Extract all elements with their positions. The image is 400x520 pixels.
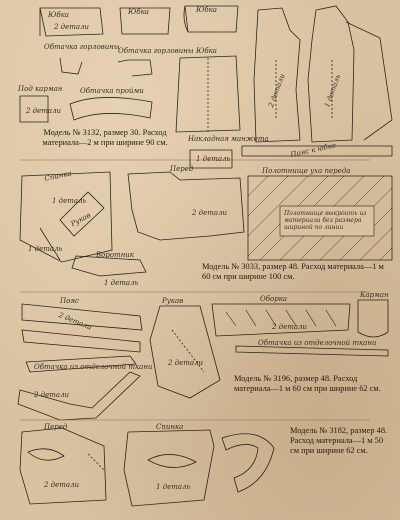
sleeve-grain [171,329,205,373]
label-sleeve-2: Рукав [162,297,184,305]
label-pieces-2-h: 2 детали [44,481,80,489]
label-cuff: Накладная манжета [188,135,269,143]
skirt-piece-4 [175,55,241,133]
label-pocket: Под карман [18,85,63,93]
back-bodice [307,5,355,143]
label-collar-facing: Обтачка горловины [44,43,120,51]
waist-belt-strip [241,145,393,157]
side-piece [345,21,393,141]
label-collar-facing-2: Обтачка горловины [118,47,194,55]
front-bodice [253,7,301,143]
label-pieces-1-e: 1 деталь [156,483,191,491]
flounce-piece [211,303,351,337]
pocket-piece [19,95,49,123]
belt-strip-2 [21,329,141,353]
cuff-piece [189,149,233,169]
label-armhole-facing: Обтачка пройми [80,87,144,95]
label-pieces-2-f: 2 детали [168,359,204,367]
sleeve-shape [59,191,105,237]
flounce-pleats [225,309,337,327]
label-pieces-2-c: 2 детали [192,209,228,217]
front-piece [127,171,245,241]
label-skirt-2: Юбка [128,8,149,16]
pocket-piece-2 [357,299,389,338]
label-front: Перед [170,165,194,173]
label-front-panel: Полотнище уха переда [262,167,351,175]
label-front-2: Перед [44,423,68,431]
caption-model-3132: Модель № 3132, размер 30. Расход материа… [42,128,168,147]
curved-facing [17,371,141,421]
label-pieces-2-a: 2 детали [54,23,90,31]
back-piece-2 [123,429,215,507]
label-skirt-3: Юбка [196,6,217,14]
back-piece [19,171,113,263]
label-belt: Пояс [60,297,79,305]
sleeve-piece [149,305,221,399]
label-facing-band: Обтачка из отделочной ткани [258,339,377,347]
caption-model-3182: Модель № 3182, размер 48. Расход материа… [290,426,388,455]
label-skirt-4: Юбка [196,47,217,55]
facing-strip [25,355,137,373]
caption-model-3033: Модель № 3033, размер 48. Расход материа… [202,262,384,281]
curved-collar [221,433,275,493]
back-seam [39,227,61,261]
caption-model-3196: Модель № 3196, размер 48. Расход материа… [234,374,381,393]
facing-band [235,345,389,357]
label-pieces-2-g: 2 детали [272,323,308,331]
label-panel-note: Полотнище выкроить из материала без разм… [284,210,367,232]
front-facing [27,448,65,461]
label-neck-facing: Обтачка из отделочной ткани [34,363,153,371]
skirt-piece-3-curve [183,5,189,33]
facing-shape-2 [117,59,153,77]
label-collar: Воротник [96,251,134,259]
label-pieces-1-a: 1 деталь [196,155,231,163]
label-flounce: Оборка [260,295,288,303]
skirt-piece-2 [119,7,171,35]
skirt-piece-3 [184,5,239,33]
label-skirt-1: Юбка [48,11,69,19]
belt-strip [21,303,143,331]
front-piece-2 [19,427,107,505]
label-pieces-1-c: 1 деталь [28,245,63,253]
label-back-2: Спинка [156,423,184,431]
collar-piece [71,255,147,277]
armhole-facing-piece [69,97,153,121]
collar-facing-shape [59,57,83,75]
skirt-piece-1 [39,7,104,37]
label-pieces-1-b: 1 деталь [52,197,87,205]
label-pieces-1-d: 1 деталь [104,279,139,287]
label-pieces-2-e: 2 детали [34,391,70,399]
front-dart-2 [87,453,105,471]
label-pieces-2-b: 2 детали [26,107,62,115]
panel-note-box [279,205,375,237]
label-pocket-2: Карман [360,291,389,299]
back-facing [147,454,197,468]
